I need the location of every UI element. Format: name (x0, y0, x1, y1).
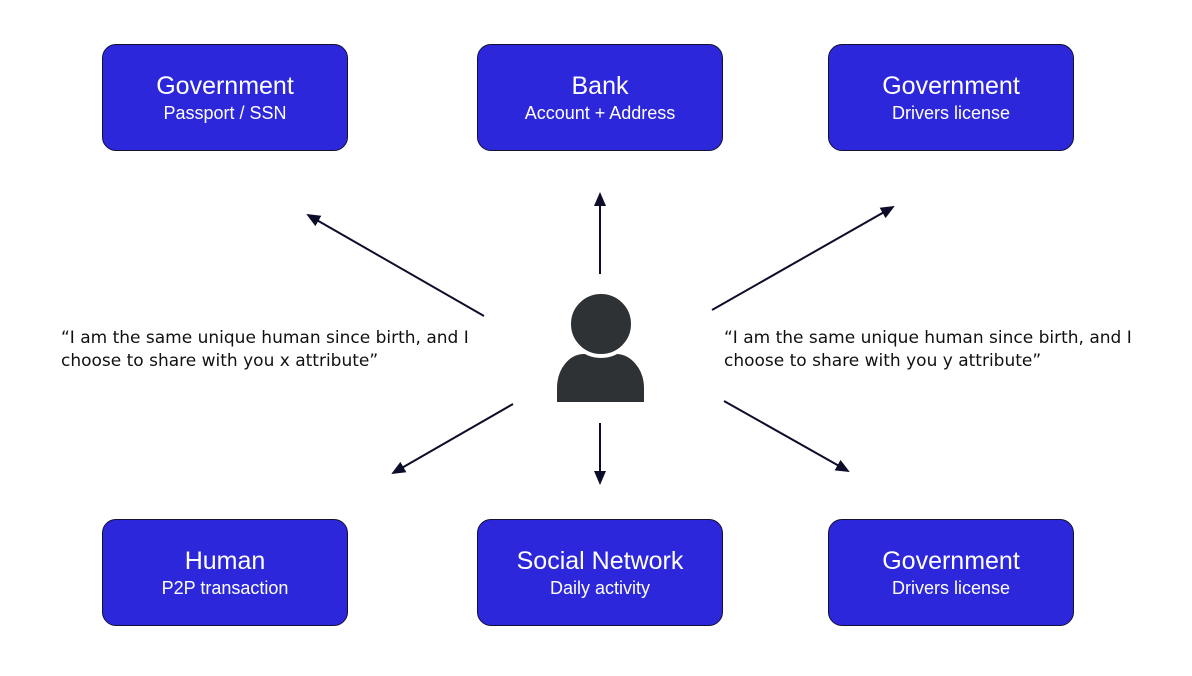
node-title: Government (882, 71, 1020, 100)
arrow-to-bottom-right (723, 400, 850, 472)
node-subtitle: Passport / SSN (163, 102, 287, 123)
person-icon (553, 290, 648, 406)
node-subtitle: Drivers license (891, 577, 1011, 598)
quote-left: “I am the same unique human since birth,… (61, 327, 469, 373)
node-title: Human (184, 546, 266, 575)
node-social-network: Social Network Daily activity (477, 519, 723, 626)
quote-line: “I am the same unique human since birth,… (724, 328, 1132, 348)
node-government-drivers-license-bottom: Government Drivers license (828, 519, 1074, 626)
node-bank: Bank Account + Address (477, 44, 723, 151)
quote-line: choose to share with you y attribute” (724, 351, 1042, 371)
node-title: Government (882, 546, 1020, 575)
node-subtitle: Drivers license (891, 102, 1011, 123)
node-title: Social Network (516, 546, 684, 575)
node-government-passport: Government Passport / SSN (102, 44, 348, 151)
arrow-to-top-right (711, 206, 895, 311)
node-subtitle: Daily activity (549, 577, 651, 598)
arrow-to-top-left (306, 214, 485, 317)
quote-line: “I am the same unique human since birth,… (61, 328, 469, 348)
quote-line: choose to share with you x attribute” (61, 351, 379, 371)
node-subtitle: P2P transaction (161, 577, 289, 598)
node-title: Government (156, 71, 294, 100)
node-subtitle: Account + Address (524, 102, 676, 123)
node-title: Bank (571, 71, 629, 100)
node-government-drivers-license-top: Government Drivers license (828, 44, 1074, 151)
node-human: Human P2P transaction (102, 519, 348, 626)
arrow-to-bottom-left (391, 403, 514, 474)
quote-right: “I am the same unique human since birth,… (724, 327, 1132, 373)
